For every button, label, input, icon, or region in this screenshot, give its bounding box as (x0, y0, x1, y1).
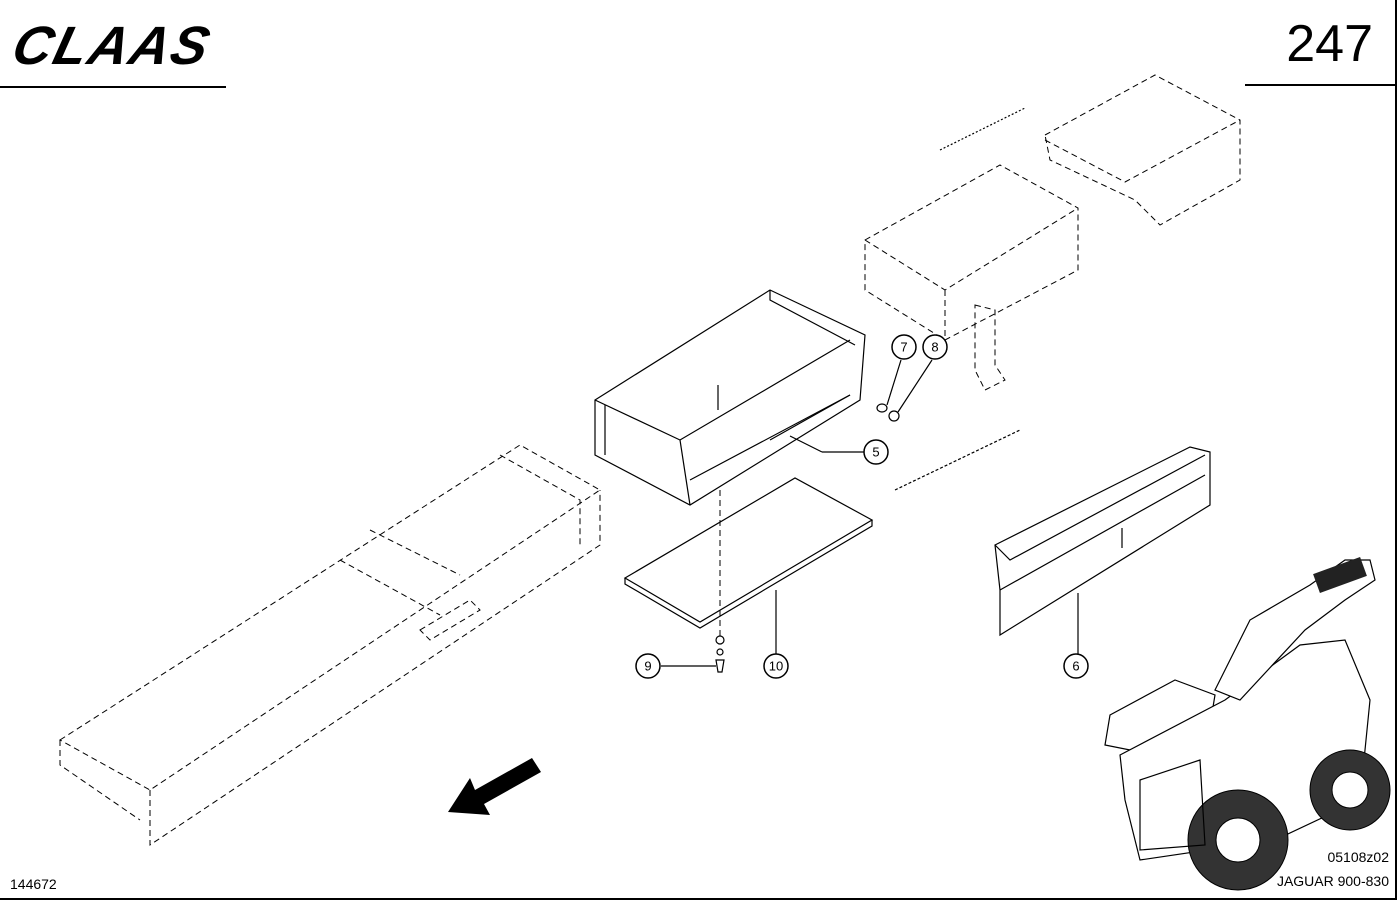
callout-label: 6 (1072, 659, 1079, 674)
model-label: JAGUAR 900-830 (1276, 873, 1389, 889)
drawing-number: 144672 (10, 876, 57, 892)
callout-label: 9 (644, 659, 651, 674)
callout-6: 6 (1063, 653, 1089, 679)
base-plate (623, 477, 874, 655)
forage-harvester-illustration (1104, 557, 1391, 891)
callout-7: 7 (891, 334, 917, 360)
callout-8: 8 (922, 334, 948, 360)
callout-10: 10 (763, 653, 789, 679)
washer-nut-parts (876, 359, 933, 422)
callout-label: 8 (931, 340, 938, 355)
page-number: 247 (1286, 15, 1373, 73)
hood-cover (594, 289, 866, 506)
header-rule-right (1245, 84, 1397, 86)
callout-5: 5 (863, 439, 889, 465)
spout-channel-outline (59, 444, 601, 846)
shaft-part (769, 394, 864, 453)
callout-label: 5 (872, 445, 879, 460)
bolt-part (661, 635, 725, 673)
direction-arrow-icon (448, 758, 541, 815)
header-rule-left (0, 86, 226, 88)
callout-label: 7 (900, 340, 907, 355)
side-guard-panel (994, 446, 1211, 655)
spring-parts (894, 107, 1026, 491)
upper-housings-outline (864, 74, 1241, 391)
reference-code: 05108z02 (1327, 849, 1389, 865)
callout-label: 10 (769, 659, 783, 674)
callout-9: 9 (635, 653, 661, 679)
